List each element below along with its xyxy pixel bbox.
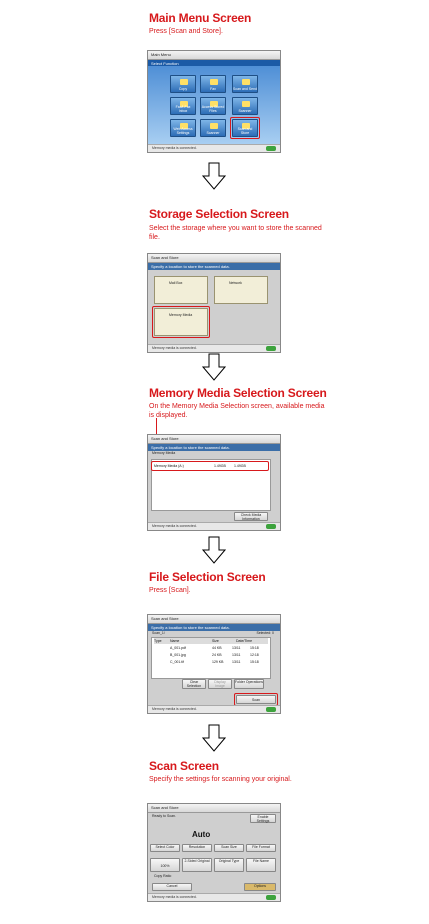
start-icon — [266, 346, 276, 351]
step5-title: Scan Screen — [149, 759, 219, 773]
screen-subtitle: Specify a location to store the scanned … — [148, 444, 280, 451]
scanner-icon — [210, 123, 218, 129]
select-color-button[interactable]: Select Color — [150, 844, 180, 852]
network-button[interactable]: Network — [214, 276, 268, 304]
status-bar: Memory media is connected. — [148, 893, 280, 901]
scan-size-button[interactable]: Scan Size — [214, 844, 244, 852]
check-media-button[interactable]: Check Media Information — [234, 512, 268, 521]
step2-desc: Select the storage where you want to sto… — [149, 225, 322, 241]
status-bar: Memory media is connected. — [148, 144, 280, 152]
start-icon — [266, 707, 276, 712]
step3-title: Memory Media Selection Screen — [149, 386, 327, 400]
screen-subtitle: Specify a location to store the scanned … — [148, 624, 280, 631]
down-arrow-icon — [202, 162, 226, 190]
down-arrow-icon — [202, 724, 226, 752]
folder-path: Scan_1/ — [152, 631, 165, 635]
breadcrumb: Memory Media — [152, 451, 176, 455]
step4-title: File Selection Screen — [149, 570, 266, 584]
tile-web-access[interactable]: Web Access Settings — [170, 119, 196, 137]
file-selection-screen: Scan and Store Specify a location to sto… — [147, 614, 281, 714]
tile-scanner[interactable]: Scanner — [232, 97, 258, 115]
step5-desc: Specify the settings for scanning your o… — [149, 776, 292, 783]
tile-scan-store[interactable]: Scan and Store — [232, 119, 258, 137]
screen-title: Scan and Store — [148, 615, 280, 624]
step4-desc: Press [Scan]. — [149, 587, 191, 594]
copy-ratio-label: Copy Ratio — [154, 874, 172, 878]
inbox-icon — [180, 101, 188, 107]
main-menu-screen: Main Menu Select Function Copy Fax Scan … — [147, 50, 281, 153]
tile-fax[interactable]: Fax — [200, 75, 226, 93]
menu-area: Copy Fax Scan and Send Fax/I-Fax Inbox A… — [148, 66, 280, 145]
network-label: Network — [229, 281, 242, 285]
start-icon — [266, 524, 276, 529]
scanner-icon — [242, 101, 250, 107]
file-name-button[interactable]: File Name — [246, 858, 276, 872]
screen-title: Scan and Store — [148, 254, 280, 263]
highlight-media — [151, 461, 269, 471]
down-arrow-icon — [202, 353, 226, 381]
screen-title: Scan and Store — [148, 804, 280, 813]
copy-ratio-value[interactable]: 100% — [150, 858, 180, 872]
resolution-button[interactable]: Resolution — [182, 844, 212, 852]
web-icon — [180, 123, 188, 129]
folder-icon — [210, 101, 218, 107]
display-image-button[interactable]: Display Image — [208, 679, 232, 689]
cancel-button[interactable]: Cancel — [152, 883, 192, 891]
folder-operations-button[interactable]: Folder Operations — [234, 679, 264, 689]
scan-store-icon — [242, 123, 250, 129]
clear-selection-button[interactable]: Clear Selection — [182, 679, 206, 689]
file-table: Type Name Size Date/Time A_001.pdf 44 KB… — [151, 637, 271, 679]
mailbox-button[interactable]: Mail Box — [154, 276, 208, 304]
table-header: Type Name Size Date/Time — [154, 638, 268, 644]
list-item[interactable]: Memory Media (A:) 1.49GB 1.49GB — [154, 464, 246, 468]
scan-send-icon — [242, 79, 250, 85]
file-format-button[interactable]: File Format — [246, 844, 276, 852]
table-row[interactable]: C_001.tif 129 KB 13/11 15:18 — [170, 660, 259, 664]
scan-screen: Scan and Store Ready to Scan. Enable Set… — [147, 803, 281, 902]
two-sided-original-button[interactable]: 2-Sided Original — [182, 858, 212, 872]
tile-scan-send[interactable]: Scan and Send — [232, 75, 258, 93]
tile-copy[interactable]: Copy — [170, 75, 196, 93]
table-row[interactable]: A_001.pdf 44 KB 13/11 15:18 — [170, 646, 259, 650]
down-arrow-icon — [202, 536, 226, 564]
table-row[interactable]: B_001.jpg 24 KB 13/11 12:18 — [170, 653, 259, 657]
tile-inbox[interactable]: Fax/I-Fax Inbox — [170, 97, 196, 115]
memory-media-button[interactable]: Memory Media — [154, 308, 208, 336]
fax-icon — [210, 79, 218, 85]
step1-desc: Press [Scan and Store]. — [149, 28, 223, 35]
enable-settings-button[interactable]: Enable Settings — [250, 814, 276, 823]
tile-scanner-2[interactable]: Scanner — [200, 119, 226, 137]
memory-media-label: Memory Media — [169, 313, 193, 317]
status-bar: Memory media is connected. — [148, 344, 280, 352]
step2-title: Storage Selection Screen — [149, 207, 289, 221]
mailbox-label: Mail Box — [169, 281, 183, 285]
tile-access-files[interactable]: Access Stored Files — [200, 97, 226, 115]
selected-count: Selected: 0 — [256, 631, 274, 635]
status-bar: Memory media is connected. — [148, 522, 280, 530]
start-icon — [266, 146, 276, 151]
start-icon — [266, 895, 276, 900]
screen-subtitle: Specify a location to store the scanned … — [148, 263, 280, 270]
media-list: Memory Media (A:) 1.49GB 1.49GB — [151, 459, 271, 511]
original-type-button[interactable]: Original Type — [214, 858, 244, 872]
highlight-memory-media — [152, 306, 210, 338]
memory-media-selection-screen: Scan and Store Specify a location to sto… — [147, 434, 281, 531]
step1-title: Main Menu Screen — [149, 11, 252, 25]
status-bar: Memory media is connected. — [148, 705, 280, 713]
scan-button[interactable]: Scan — [236, 695, 276, 704]
step3-desc: On the Memory Media Selection screen, av… — [149, 403, 325, 419]
screen-subtitle: Select Function — [148, 60, 280, 67]
storage-selection-screen: Scan and Store Specify a location to sto… — [147, 253, 281, 353]
options-button[interactable]: Options — [244, 883, 276, 891]
copy-icon — [180, 79, 188, 85]
highlight-scan-store — [230, 117, 260, 139]
screen-title: Scan and Store — [148, 435, 280, 444]
screen-title: Main Menu — [148, 51, 280, 60]
auto-label: Auto — [192, 830, 211, 839]
ready-text: Ready to Scan. — [152, 814, 176, 818]
